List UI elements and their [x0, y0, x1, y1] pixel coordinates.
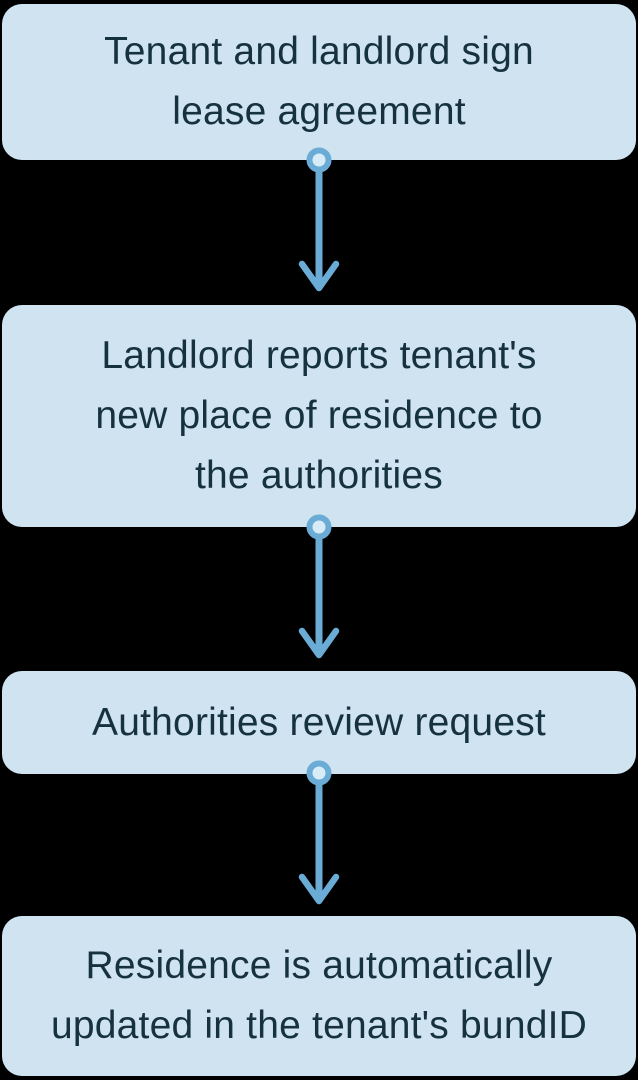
step-box-4: Residence is automatically updated in th…	[2, 916, 636, 1076]
connector-dot-icon	[306, 147, 332, 173]
flow-arrow-1	[298, 147, 340, 292]
flow-arrow-2	[298, 514, 340, 659]
step-box-2: Landlord reports tenant's new place of r…	[2, 305, 636, 527]
arrow-down-icon	[298, 260, 340, 292]
flow-arrow-3	[298, 760, 340, 905]
arrow-down-icon	[298, 873, 340, 905]
connector-dot-icon	[306, 760, 332, 786]
connector-dot-icon	[306, 514, 332, 540]
step-label-4: Residence is automatically updated in th…	[50, 944, 588, 1047]
step-label-2: Landlord reports tenant's new place of r…	[95, 334, 543, 497]
step-label-1: Tenant and landlord sign lease agreement	[104, 30, 534, 133]
step-box-1: Tenant and landlord sign lease agreement	[2, 4, 636, 160]
step-label-3: Authorities review request	[92, 700, 546, 744]
arrow-down-icon	[298, 627, 340, 659]
step-box-3: Authorities review request	[2, 671, 636, 774]
